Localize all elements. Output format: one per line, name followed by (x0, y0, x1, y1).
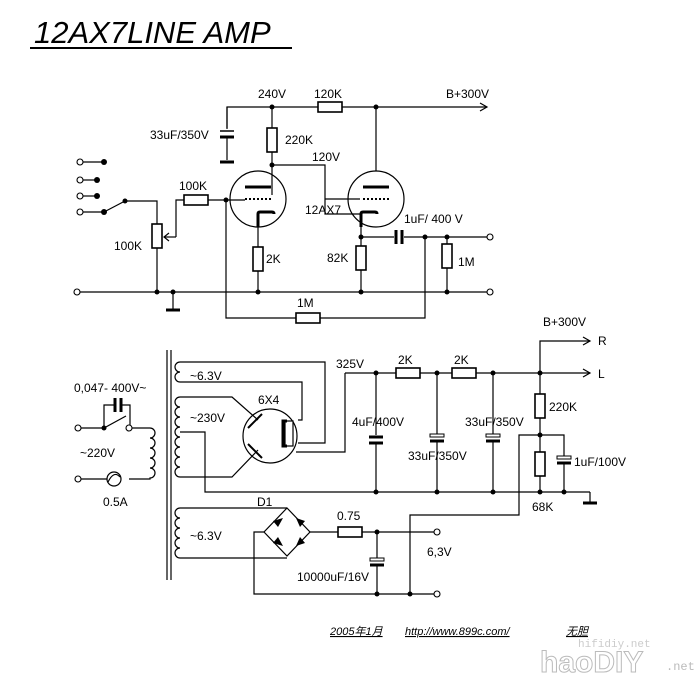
label-1uf-100v: 1uF/100V (574, 455, 626, 469)
resistor-2k-filter1 (395, 367, 421, 379)
footer-author: 无胆 (566, 626, 590, 638)
resistor-68k-divider (534, 451, 546, 477)
label-4uf-400v: 4uF/400V (352, 415, 404, 429)
resistor-220k (266, 127, 278, 153)
label-0-75: 0.75 (337, 509, 361, 523)
label-100k-grid: 100K (179, 179, 207, 193)
label-fuse: 0.5A (103, 495, 128, 509)
footer-date: 2005年1月 (329, 625, 384, 638)
resistor-1m-output (441, 243, 453, 269)
fuse-icon (106, 471, 122, 487)
label-heater-6-3v: ~6.3V (190, 369, 222, 383)
resistor-220k-divider (534, 393, 546, 419)
resistor-82k (355, 245, 367, 271)
label-ht-230v: ~230V (190, 411, 225, 425)
label-220k: 220K (285, 133, 313, 147)
label-10000uf: 10000uF/16V (297, 570, 369, 584)
resistor-2k-filter2 (451, 367, 477, 379)
label-220k-divider: 220K (549, 400, 577, 414)
watermark-sub: hifidiy.net (578, 639, 651, 651)
resistor-1m-feedback (295, 312, 321, 324)
watermark-suffix: .net (666, 660, 694, 674)
label-mains-cap: 0,047- 400V~ (74, 381, 146, 395)
label-33uf-filter1: 33uF/350V (408, 449, 467, 463)
label-100k-pot: 100K (114, 239, 142, 253)
resistor-100k-grid (183, 194, 209, 206)
watermark-logo: haoDIY (540, 646, 643, 679)
power-supply-section: 0,047- 400V~ ~220V 0.5A ~6.3V ~230V 6X4 (74, 315, 626, 598)
label-1m-feedback: 1M (297, 296, 314, 310)
label-2k-filter1: 2K (398, 353, 413, 367)
input-selector-switch (103, 200, 126, 213)
label-out-r: R (598, 334, 607, 348)
label-33uf-350v: 33uF/350V (150, 128, 209, 142)
label-b-plus: B+300V (446, 87, 489, 101)
label-heater-out: 6,3V (427, 545, 452, 559)
volume-pot (151, 223, 163, 249)
rectifier-tube (242, 408, 298, 464)
label-33uf-filter2: 33uF/350V (465, 415, 524, 429)
label-68k-divider: 68K (532, 500, 553, 514)
label-out-l: L (598, 367, 605, 381)
footer-url[interactable]: http://www.899c.com/ (405, 626, 510, 638)
label-12ax7: 12AX7 (305, 203, 341, 217)
page-title: 12AX7LINE AMP (34, 15, 271, 50)
label-220v: ~220V (80, 446, 115, 460)
label-heater2-6-3v: ~6.3V (190, 529, 222, 543)
label-120v: 120V (312, 150, 340, 164)
resistor-2k (252, 246, 264, 272)
arrow-b-plus (479, 102, 489, 112)
amplifier-section: 240V 120K B+300V 33uF/350V 220K 120V 2K … (73, 87, 494, 324)
label-120k: 120K (314, 87, 342, 101)
resistor-0-75 (337, 526, 363, 538)
label-d1: D1 (257, 495, 273, 509)
label-325v: 325V (336, 357, 364, 371)
label-1m-output: 1M (458, 255, 475, 269)
label-2k: 2K (266, 252, 281, 266)
label-b-plus-ps: B+300V (543, 315, 586, 329)
label-1uf-400v: 1uF/ 400 V (404, 212, 463, 226)
label-82k: 82K (327, 251, 348, 265)
label-2k-filter2: 2K (454, 353, 469, 367)
label-6x4: 6X4 (258, 393, 280, 407)
bridge-rectifier (263, 507, 311, 557)
primary-winding (129, 427, 156, 480)
label-240v: 240V (258, 87, 286, 101)
resistor-120k (317, 101, 343, 113)
